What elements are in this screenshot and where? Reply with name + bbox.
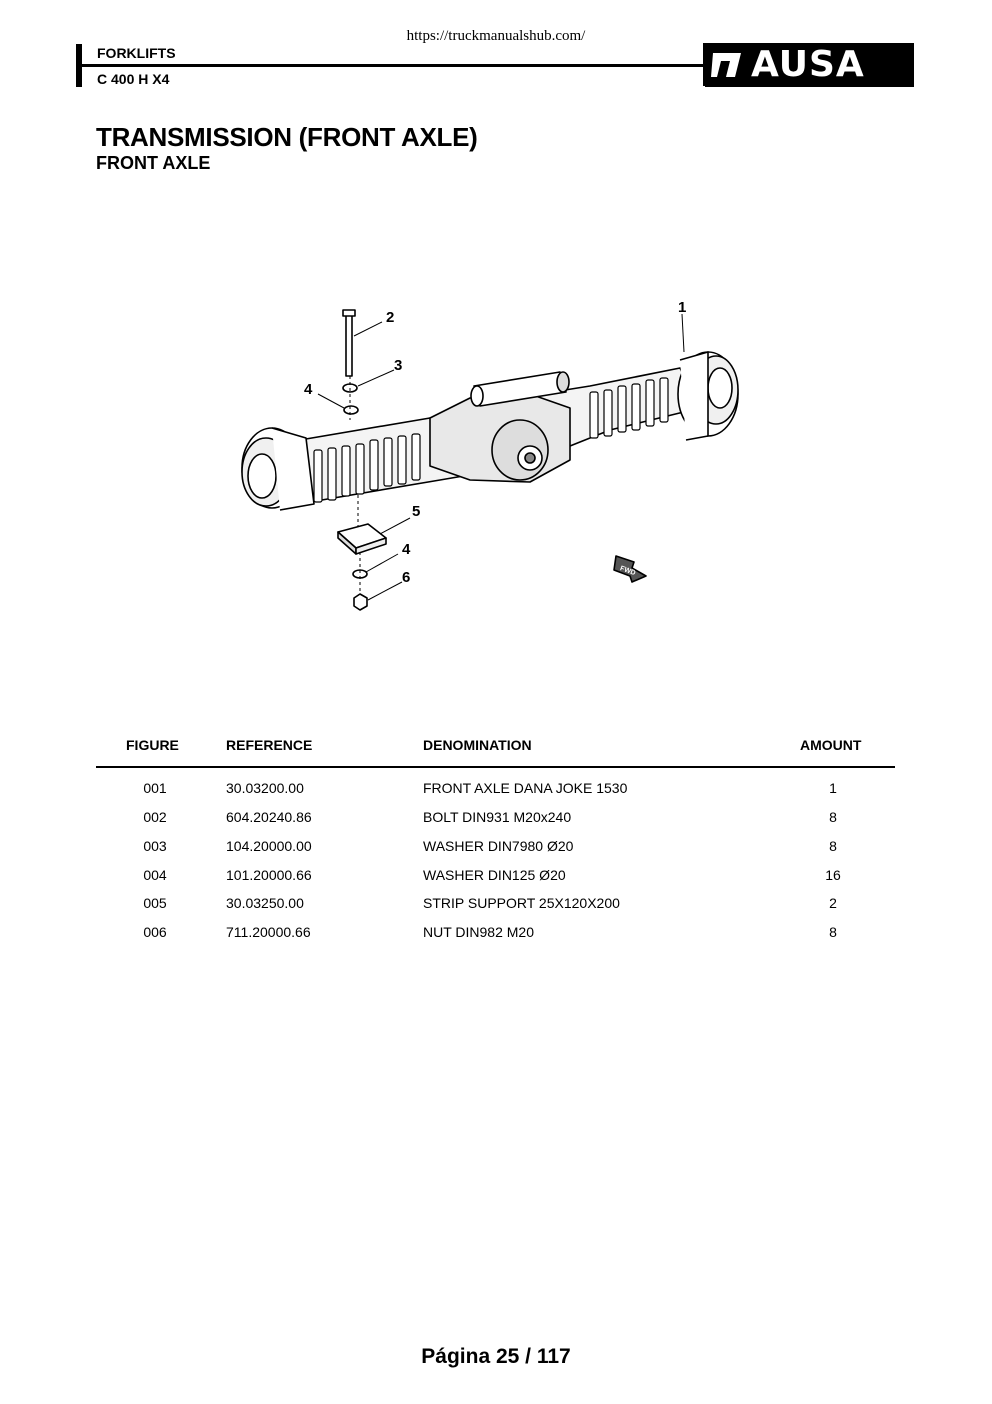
page-number: Página 25 / 117: [421, 1345, 571, 1368]
cell-reference: 30.03250.00: [226, 895, 304, 911]
cell-reference: 30.03200.00: [226, 780, 304, 796]
table-row: 002 604.20240.86 BOLT DIN931 M20x240 8: [96, 809, 895, 838]
table-row: 001 30.03200.00 FRONT AXLE DANA JOKE 153…: [96, 780, 895, 809]
callout-5: 5: [412, 503, 420, 520]
col-header-reference: REFERENCE: [226, 737, 313, 753]
cell-amount: 8: [829, 809, 837, 825]
col-header-denomination: DENOMINATION: [423, 737, 532, 753]
ausa-mark-icon: [711, 53, 741, 77]
page-subtitle: FRONT AXLE: [96, 153, 211, 173]
cell-figure: 004: [143, 867, 167, 883]
header-rule-end: [703, 43, 705, 86]
callout-6: 6: [402, 569, 410, 586]
table-header-rule: [96, 766, 895, 768]
callout-4-lower: 4: [402, 541, 411, 558]
callout-3: 3: [394, 357, 402, 374]
cell-figure: 006: [143, 924, 167, 940]
page-title: TRANSMISSION (FRONT AXLE): [96, 122, 478, 152]
brand-logo: AUSA: [705, 43, 914, 87]
callout-1: 1: [678, 299, 686, 316]
col-header-figure: FIGURE: [126, 737, 179, 753]
cell-denomination: NUT DIN982 M20: [423, 924, 535, 940]
cell-denomination: BOLT DIN931 M20x240: [423, 809, 572, 825]
header-model: C 400 H X4: [97, 71, 170, 87]
cell-figure: 001: [143, 780, 167, 796]
cell-figure: 005: [143, 895, 167, 911]
header-bar: [76, 44, 82, 87]
brand-wordmark: AUSA: [751, 44, 865, 85]
header-rule: [82, 64, 706, 67]
cell-denomination: FRONT AXLE DANA JOKE 1530: [423, 780, 628, 796]
cell-reference: 104.20000.00: [226, 838, 312, 854]
cell-reference: 101.20000.66: [226, 867, 312, 883]
cell-denomination: WASHER DIN7980 Ø20: [423, 838, 574, 854]
table-row: 005 30.03250.00 STRIP SUPPORT 25X120X200…: [96, 895, 895, 924]
front-axle-exploded-diagram: 1 2 3 4 5 4 6 FWD: [241, 299, 739, 611]
cell-amount: 8: [829, 838, 837, 854]
cell-denomination: STRIP SUPPORT 25X120X200: [423, 895, 620, 911]
cell-figure: 003: [143, 838, 167, 854]
cell-figure: 002: [143, 809, 167, 825]
table-row: 006 711.20000.66 NUT DIN982 M20 8: [96, 924, 895, 953]
cell-amount: 1: [829, 780, 837, 796]
table-row: 004 101.20000.66 WASHER DIN125 Ø20 16: [96, 867, 895, 896]
cell-denomination: WASHER DIN125 Ø20: [423, 867, 566, 883]
col-header-amount: AMOUNT: [800, 737, 862, 753]
source-url[interactable]: https://truckmanualshub.com/: [406, 28, 586, 44]
cell-amount: 8: [829, 924, 837, 940]
cell-amount: 2: [829, 895, 837, 911]
cell-reference: 604.20240.86: [226, 809, 312, 825]
cell-amount: 16: [825, 867, 841, 883]
cell-reference: 711.20000.66: [226, 924, 311, 940]
callout-2: 2: [386, 309, 394, 326]
header-category: FORKLIFTS: [97, 45, 176, 61]
table-row: 003 104.20000.00 WASHER DIN7980 Ø20 8: [96, 838, 895, 867]
callout-4-upper: 4: [304, 381, 313, 398]
